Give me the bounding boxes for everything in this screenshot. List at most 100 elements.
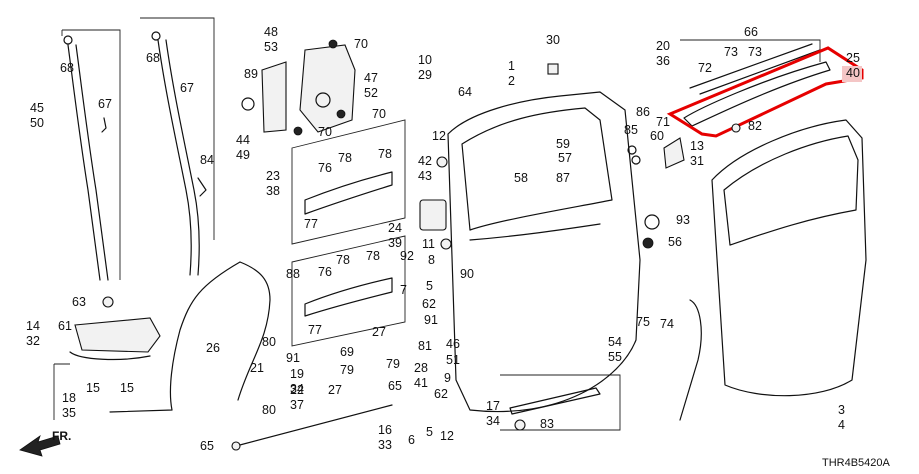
callout-c7: 7 — [400, 283, 407, 297]
callout-c57: 57 — [558, 151, 572, 165]
callout-c84: 84 — [200, 153, 214, 167]
callout-c65b: 65 — [200, 439, 214, 453]
callout-c89: 89 — [244, 67, 258, 81]
callout-c70b: 70 — [372, 107, 386, 121]
callout-c62b: 62 — [434, 387, 448, 401]
callout-c91b: 91 — [286, 351, 300, 365]
callout-c91a: 91 — [424, 313, 438, 327]
callout-c15a: 15 — [86, 381, 100, 395]
callout-c80b: 80 — [262, 403, 276, 417]
callout-c72: 72 — [698, 61, 712, 75]
actuator-box-upper — [291, 119, 406, 245]
callout-c67a: 67 — [98, 97, 112, 111]
callout-c85: 85 — [624, 123, 638, 137]
callout-c27a: 27 — [372, 325, 386, 339]
rear-latch-cover — [241, 39, 356, 136]
callout-c67b: 67 — [180, 81, 194, 95]
callout-c69: 69 — [340, 345, 354, 359]
callout-c76b: 76 — [318, 265, 332, 279]
callout-c9: 9 — [444, 371, 451, 385]
callout-c87: 87 — [556, 171, 570, 185]
callout-c78a: 78 — [338, 151, 352, 165]
left-group-bracket — [61, 17, 215, 280]
callout-c21: 21 — [250, 361, 264, 375]
callout-c64: 64 — [458, 85, 472, 99]
callout-c80a: 80 — [262, 335, 276, 349]
callout-c51: 51 — [446, 353, 460, 367]
callout-c62a: 62 — [422, 297, 436, 311]
callout-c58: 58 — [514, 171, 528, 185]
callout-c81: 81 — [418, 339, 432, 353]
callout-c76a: 76 — [318, 161, 332, 175]
handle-bracket — [69, 317, 161, 361]
callout-c68a: 68 — [60, 61, 74, 75]
bolt-63 — [102, 296, 114, 308]
front-arrow-icon: FR. — [19, 429, 71, 457]
callout-c79b: 79 — [386, 357, 400, 371]
callout-c6: 6 — [408, 433, 415, 447]
highlight-label-bg — [842, 66, 862, 82]
callout-c82: 82 — [748, 119, 762, 133]
rod-65 — [235, 404, 393, 447]
callout-c68b: 68 — [146, 51, 160, 65]
callout-c70a: 70 — [354, 37, 368, 51]
group-18-35 — [53, 363, 70, 420]
front-indicator: FR. — [52, 429, 71, 443]
callout-c77b: 77 — [308, 323, 322, 337]
callout-c73a: 73 — [724, 45, 738, 59]
door-cable — [109, 261, 271, 413]
callout-c79a: 79 — [340, 363, 354, 377]
callout-c63: 63 — [72, 295, 86, 309]
small-fasteners — [419, 63, 741, 431]
callout-c74: 74 — [660, 317, 674, 331]
front-channel-strip — [63, 35, 109, 281]
callout-c46: 46 — [446, 337, 460, 351]
callout-c12: 12 — [432, 129, 446, 143]
callout-c86: 86 — [636, 105, 650, 119]
callout-c56: 56 — [668, 235, 682, 249]
callout-c92: 92 — [400, 249, 414, 263]
callout-c78d: 78 — [366, 249, 380, 263]
callout-c5b: 5 — [426, 425, 433, 439]
callout-c71: 71 — [656, 115, 670, 129]
callout-c8: 8 — [428, 253, 435, 267]
callout-c93: 93 — [676, 213, 690, 227]
callout-c66: 66 — [744, 25, 758, 39]
callout-c83: 83 — [540, 417, 554, 431]
callout-c11: 11 — [422, 237, 435, 251]
callout-c30: 30 — [546, 33, 560, 47]
group-17-34-frame — [500, 374, 621, 431]
callout-c78b: 78 — [378, 147, 392, 161]
callout-c65a: 65 — [388, 379, 402, 393]
callout-c59: 59 — [556, 137, 570, 151]
callout-c73b: 73 — [748, 45, 762, 59]
callout-c70c: 70 — [318, 125, 332, 139]
callout-c43: 43 — [418, 169, 432, 183]
callout-c61: 61 — [58, 319, 72, 333]
callout-c15b: 15 — [120, 381, 134, 395]
callout-c5: 5 — [426, 279, 433, 293]
actuator-box-lower — [291, 235, 406, 347]
callout-c88: 88 — [286, 267, 300, 281]
callout-c77a: 77 — [304, 217, 318, 231]
callout-c60: 60 — [650, 129, 664, 143]
diagram-code: THR4B5420A — [822, 457, 891, 469]
